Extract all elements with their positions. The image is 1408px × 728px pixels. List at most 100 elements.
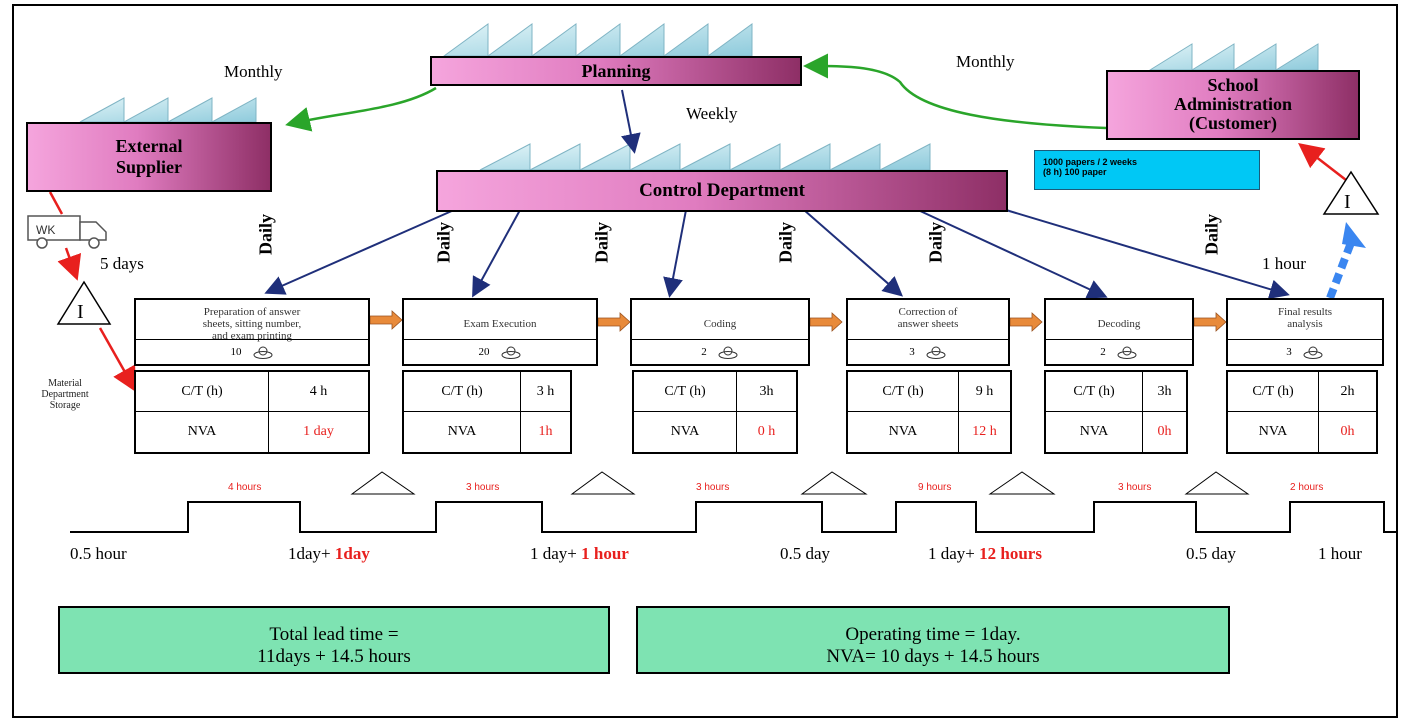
table-cell-ct-label: C/T (h) <box>634 372 736 412</box>
process-time-label: 3 hours <box>1118 482 1152 493</box>
planning-to-control-arrow <box>621 89 641 154</box>
operator-icon <box>915 346 947 360</box>
operator-icon <box>1106 346 1138 360</box>
process-name: Coding <box>632 318 808 330</box>
customer-label-line3: (Customer) <box>1189 113 1277 133</box>
customer-inventory-icon: I <box>1322 170 1380 215</box>
table-cell-nva: 12 h <box>958 412 1010 452</box>
table-cell-nva: 0 h <box>736 412 796 452</box>
electronic-flow-arrow <box>1326 222 1366 300</box>
wait-time-label: 0.5 day <box>780 544 830 564</box>
table-cell-ct: 3 h <box>520 372 570 412</box>
operator-count: 2 <box>632 339 808 364</box>
supplier-roof <box>79 97 257 123</box>
wait-time-text: 1day+ <box>288 544 335 563</box>
operator-icon <box>242 346 274 360</box>
process-name: Decoding <box>1046 318 1192 330</box>
table-cell-ct-label: C/T (h) <box>136 372 268 412</box>
process-name-line: analysis <box>1287 318 1323 330</box>
operator-count: 2 <box>1046 339 1192 364</box>
monthly-label-left: Monthly <box>224 62 283 81</box>
customer-box: School Administration (Customer) <box>1106 70 1360 140</box>
truck-icon: WK <box>27 215 107 249</box>
total-lead-time-box: Total lead time = 11days + 14.5 hours <box>58 606 610 674</box>
operator-count-value: 2 <box>701 346 707 358</box>
inventory-to-customer-arrow <box>1298 142 1347 181</box>
planning-box: Planning <box>430 56 802 86</box>
supplier-label-line2: Supplier <box>115 157 183 177</box>
daily-label-5: Daily <box>925 222 946 264</box>
process-name-line: Decoding <box>1097 318 1141 330</box>
control-department-box: Control Department <box>436 170 1008 212</box>
supplier-inventory-icon: I <box>56 280 112 325</box>
customer-roof <box>1148 43 1319 71</box>
push-arrows <box>369 310 1227 332</box>
operator-count: 20 <box>404 339 596 364</box>
planning-roof <box>442 23 753 57</box>
control-roof <box>479 143 931 171</box>
wait-time-label: 0.5 hour <box>70 544 127 564</box>
process-name-line: sheets, sitting number, <box>202 318 302 330</box>
diagram-frame <box>12 4 1398 718</box>
table-cell-nva: 1 day <box>268 412 368 452</box>
monthly-label-right: Monthly <box>956 52 1015 71</box>
customer-label-line1: School <box>1207 75 1259 95</box>
svg-text:I: I <box>77 301 84 323</box>
demand-line1: 1000 papers / 2 weeks <box>1043 157 1138 167</box>
weekly-label: Weekly <box>686 104 738 123</box>
material-storage-label: Material Department Storage <box>41 378 89 411</box>
table-cell-nva-label: NVA <box>187 424 217 439</box>
table-cell-ct-label: C/T (h) <box>848 372 958 412</box>
svg-text:I: I <box>1344 191 1351 213</box>
operator-count-value: 20 <box>478 346 490 358</box>
wait-time-text: 1 hour <box>1318 544 1362 563</box>
daily-label-3: Daily <box>591 222 612 264</box>
one-hour-label: 1 hour <box>1262 254 1306 273</box>
truck-to-inventory-arrow <box>57 247 82 281</box>
operator-count-value: 2 <box>1100 346 1106 358</box>
process-time-label: 3 hours <box>466 482 500 493</box>
operator-count-value: 3 <box>1286 346 1292 358</box>
table-cell-ct: 4 h <box>268 372 368 412</box>
process-box: Decoding 2 <box>1044 298 1194 366</box>
process-name-line: Preparation of answer <box>203 306 301 318</box>
operator-icon <box>707 346 739 360</box>
control-department-label: Control Department <box>639 180 805 201</box>
table-cell-nva-label: NVA <box>1079 424 1109 439</box>
operating-time-box: Operating time = 1day. NVA= 10 days + 14… <box>636 606 1230 674</box>
supplier-label-line1: External <box>115 136 183 156</box>
process-name-line: Final results <box>1277 306 1333 318</box>
table-cell-ct-label: C/T (h) <box>1046 372 1142 412</box>
table-cell-nva: 0h <box>1142 412 1186 452</box>
wait-time-text: 1 day+ <box>530 544 582 563</box>
operator-count-value: 10 <box>230 346 242 358</box>
wait-time-highlight: 1 hour <box>581 544 629 563</box>
operator-count: 3 <box>1228 339 1382 364</box>
process-data-table: C/T (h)4 h NVA 1 day <box>134 370 370 454</box>
operator-count: 3 <box>848 339 1008 364</box>
wait-time-text: 0.5 hour <box>70 544 127 563</box>
table-cell-nva-label: NVA <box>447 424 477 439</box>
total-lead-time-line1: Total lead time = <box>269 624 399 645</box>
demand-box: 1000 papers / 2 weeks (8 h) 100 paper <box>1034 150 1260 190</box>
planning-label: Planning <box>581 61 651 81</box>
planning-to-supplier-arrow <box>285 86 437 132</box>
operator-count-value: 3 <box>909 346 915 358</box>
daily-label-4: Daily <box>775 222 796 264</box>
table-cell-ct: 2h <box>1318 372 1376 412</box>
process-name-line: answer sheets <box>897 318 959 330</box>
timeline-inventory-triangles <box>350 471 1250 495</box>
operator-icon <box>1292 346 1324 360</box>
operator-count: 10 <box>136 339 368 364</box>
inventory-to-process-arrow <box>98 327 137 393</box>
truck-label: WK <box>36 223 55 237</box>
